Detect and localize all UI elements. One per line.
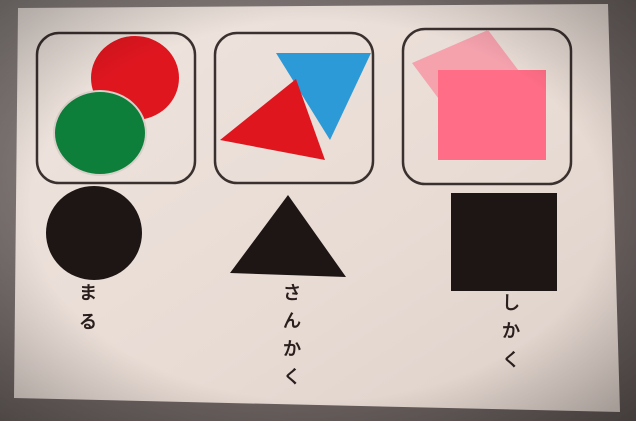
photo-scene: ま る さ ん か く し か く: [0, 0, 636, 421]
photo-vignette: [0, 0, 636, 421]
photo-canvas: ま る さ ん か く し か く: [0, 0, 636, 421]
